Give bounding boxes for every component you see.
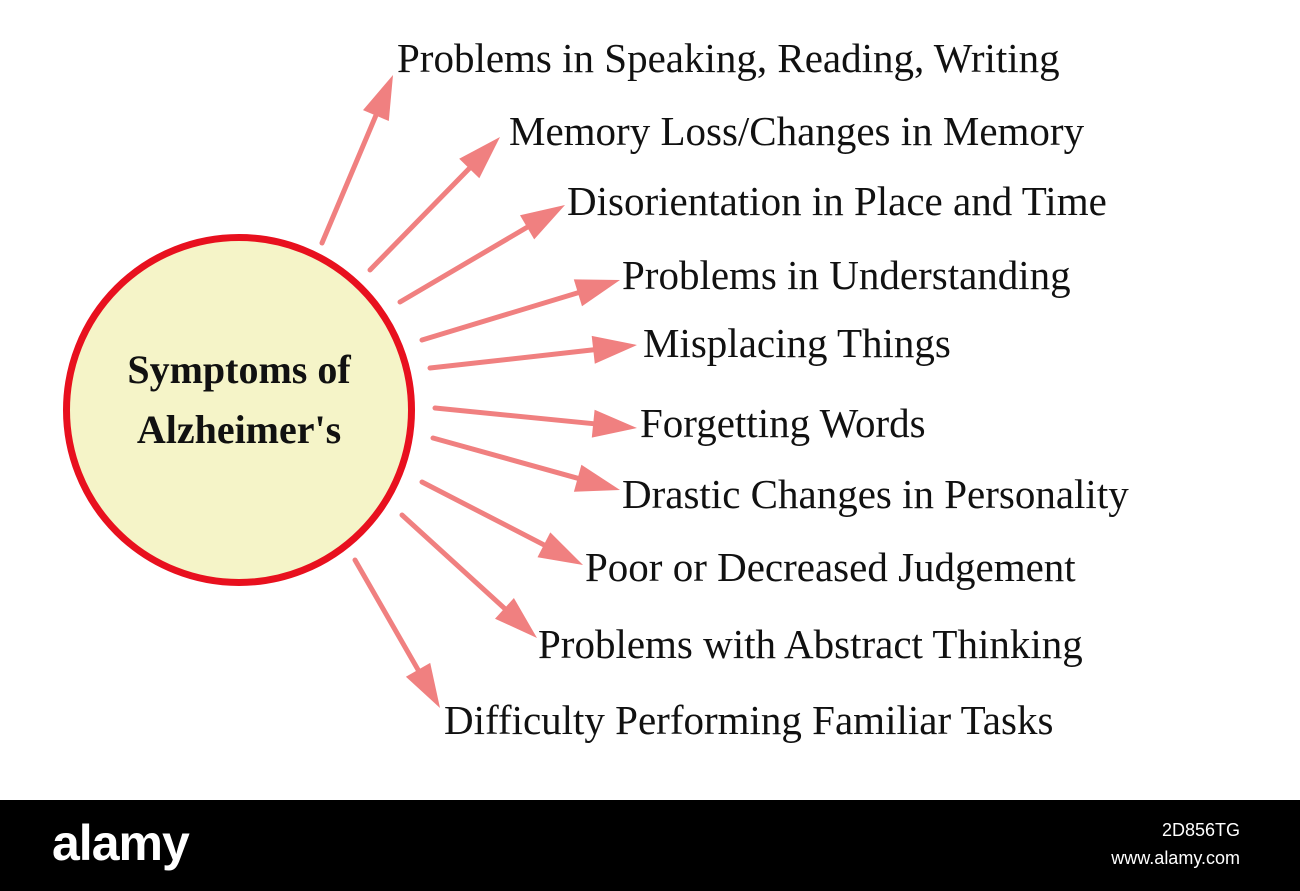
arrow-head — [537, 532, 583, 565]
arrow-head — [520, 205, 565, 240]
arrow-head — [495, 598, 537, 638]
arrow-head — [591, 335, 637, 364]
symptom-familiar-tasks: Difficulty Performing Familiar Tasks — [444, 697, 1054, 743]
arrow-shaft — [319, 109, 380, 246]
arrow-head — [573, 279, 620, 307]
arrows-layer — [319, 75, 637, 708]
center-circle — [63, 234, 415, 586]
watermark-footer: alamy 2D856TG www.alamy.com — [0, 800, 1300, 891]
arrow-6 — [432, 405, 637, 438]
arrow-shaft — [367, 163, 475, 273]
arrow-8 — [419, 479, 583, 565]
arrow-shaft — [430, 435, 584, 482]
symptom-understanding: Problems in Understanding — [622, 252, 1071, 298]
arrow-shaft — [352, 557, 423, 676]
symptom-personality-changes: Drastic Changes in Personality — [622, 471, 1129, 517]
watermark-brand: alamy — [52, 815, 190, 871]
arrow-5 — [427, 335, 637, 371]
arrow-9 — [399, 512, 537, 638]
center-title-line2: Alzheimer's — [136, 407, 342, 452]
watermark-image-id: 2D856TG — [1161, 820, 1240, 840]
arrow-head — [459, 137, 500, 179]
arrow-10 — [352, 557, 440, 708]
center-title: Symptoms of Alzheimer's — [63, 340, 415, 460]
arrow-shaft — [399, 512, 510, 614]
arrow-1 — [319, 75, 393, 246]
watermark-site: www.alamy.com — [1111, 848, 1240, 868]
symptom-disorientation: Disorientation in Place and Time — [567, 178, 1107, 224]
arrow-shaft — [397, 222, 534, 305]
arrow-shaft — [419, 289, 585, 343]
center-title-line1: Symptoms of — [127, 347, 351, 392]
arrow-3 — [397, 205, 565, 305]
symptom-misplacing-things: Misplacing Things — [643, 320, 951, 366]
arrow-shaft — [432, 405, 600, 427]
symptom-speaking-reading-writing: Problems in Speaking, Reading, Writing — [397, 35, 1060, 81]
symptom-forgetting-words: Forgetting Words — [640, 400, 926, 446]
arrow-head — [405, 662, 440, 708]
arrow-head — [591, 409, 637, 438]
symptom-memory-loss: Memory Loss/Changes in Memory — [509, 108, 1085, 154]
symptom-abstract-thinking: Problems with Abstract Thinking — [538, 621, 1083, 667]
arrow-shaft — [419, 479, 550, 550]
arrow-head — [573, 464, 620, 492]
arrow-4 — [419, 279, 620, 343]
arrow-7 — [430, 435, 620, 492]
arrow-head — [363, 75, 393, 121]
arrow-shaft — [427, 346, 600, 371]
symptom-poor-judgement: Poor or Decreased Judgement — [585, 544, 1076, 590]
arrow-2 — [367, 137, 500, 273]
